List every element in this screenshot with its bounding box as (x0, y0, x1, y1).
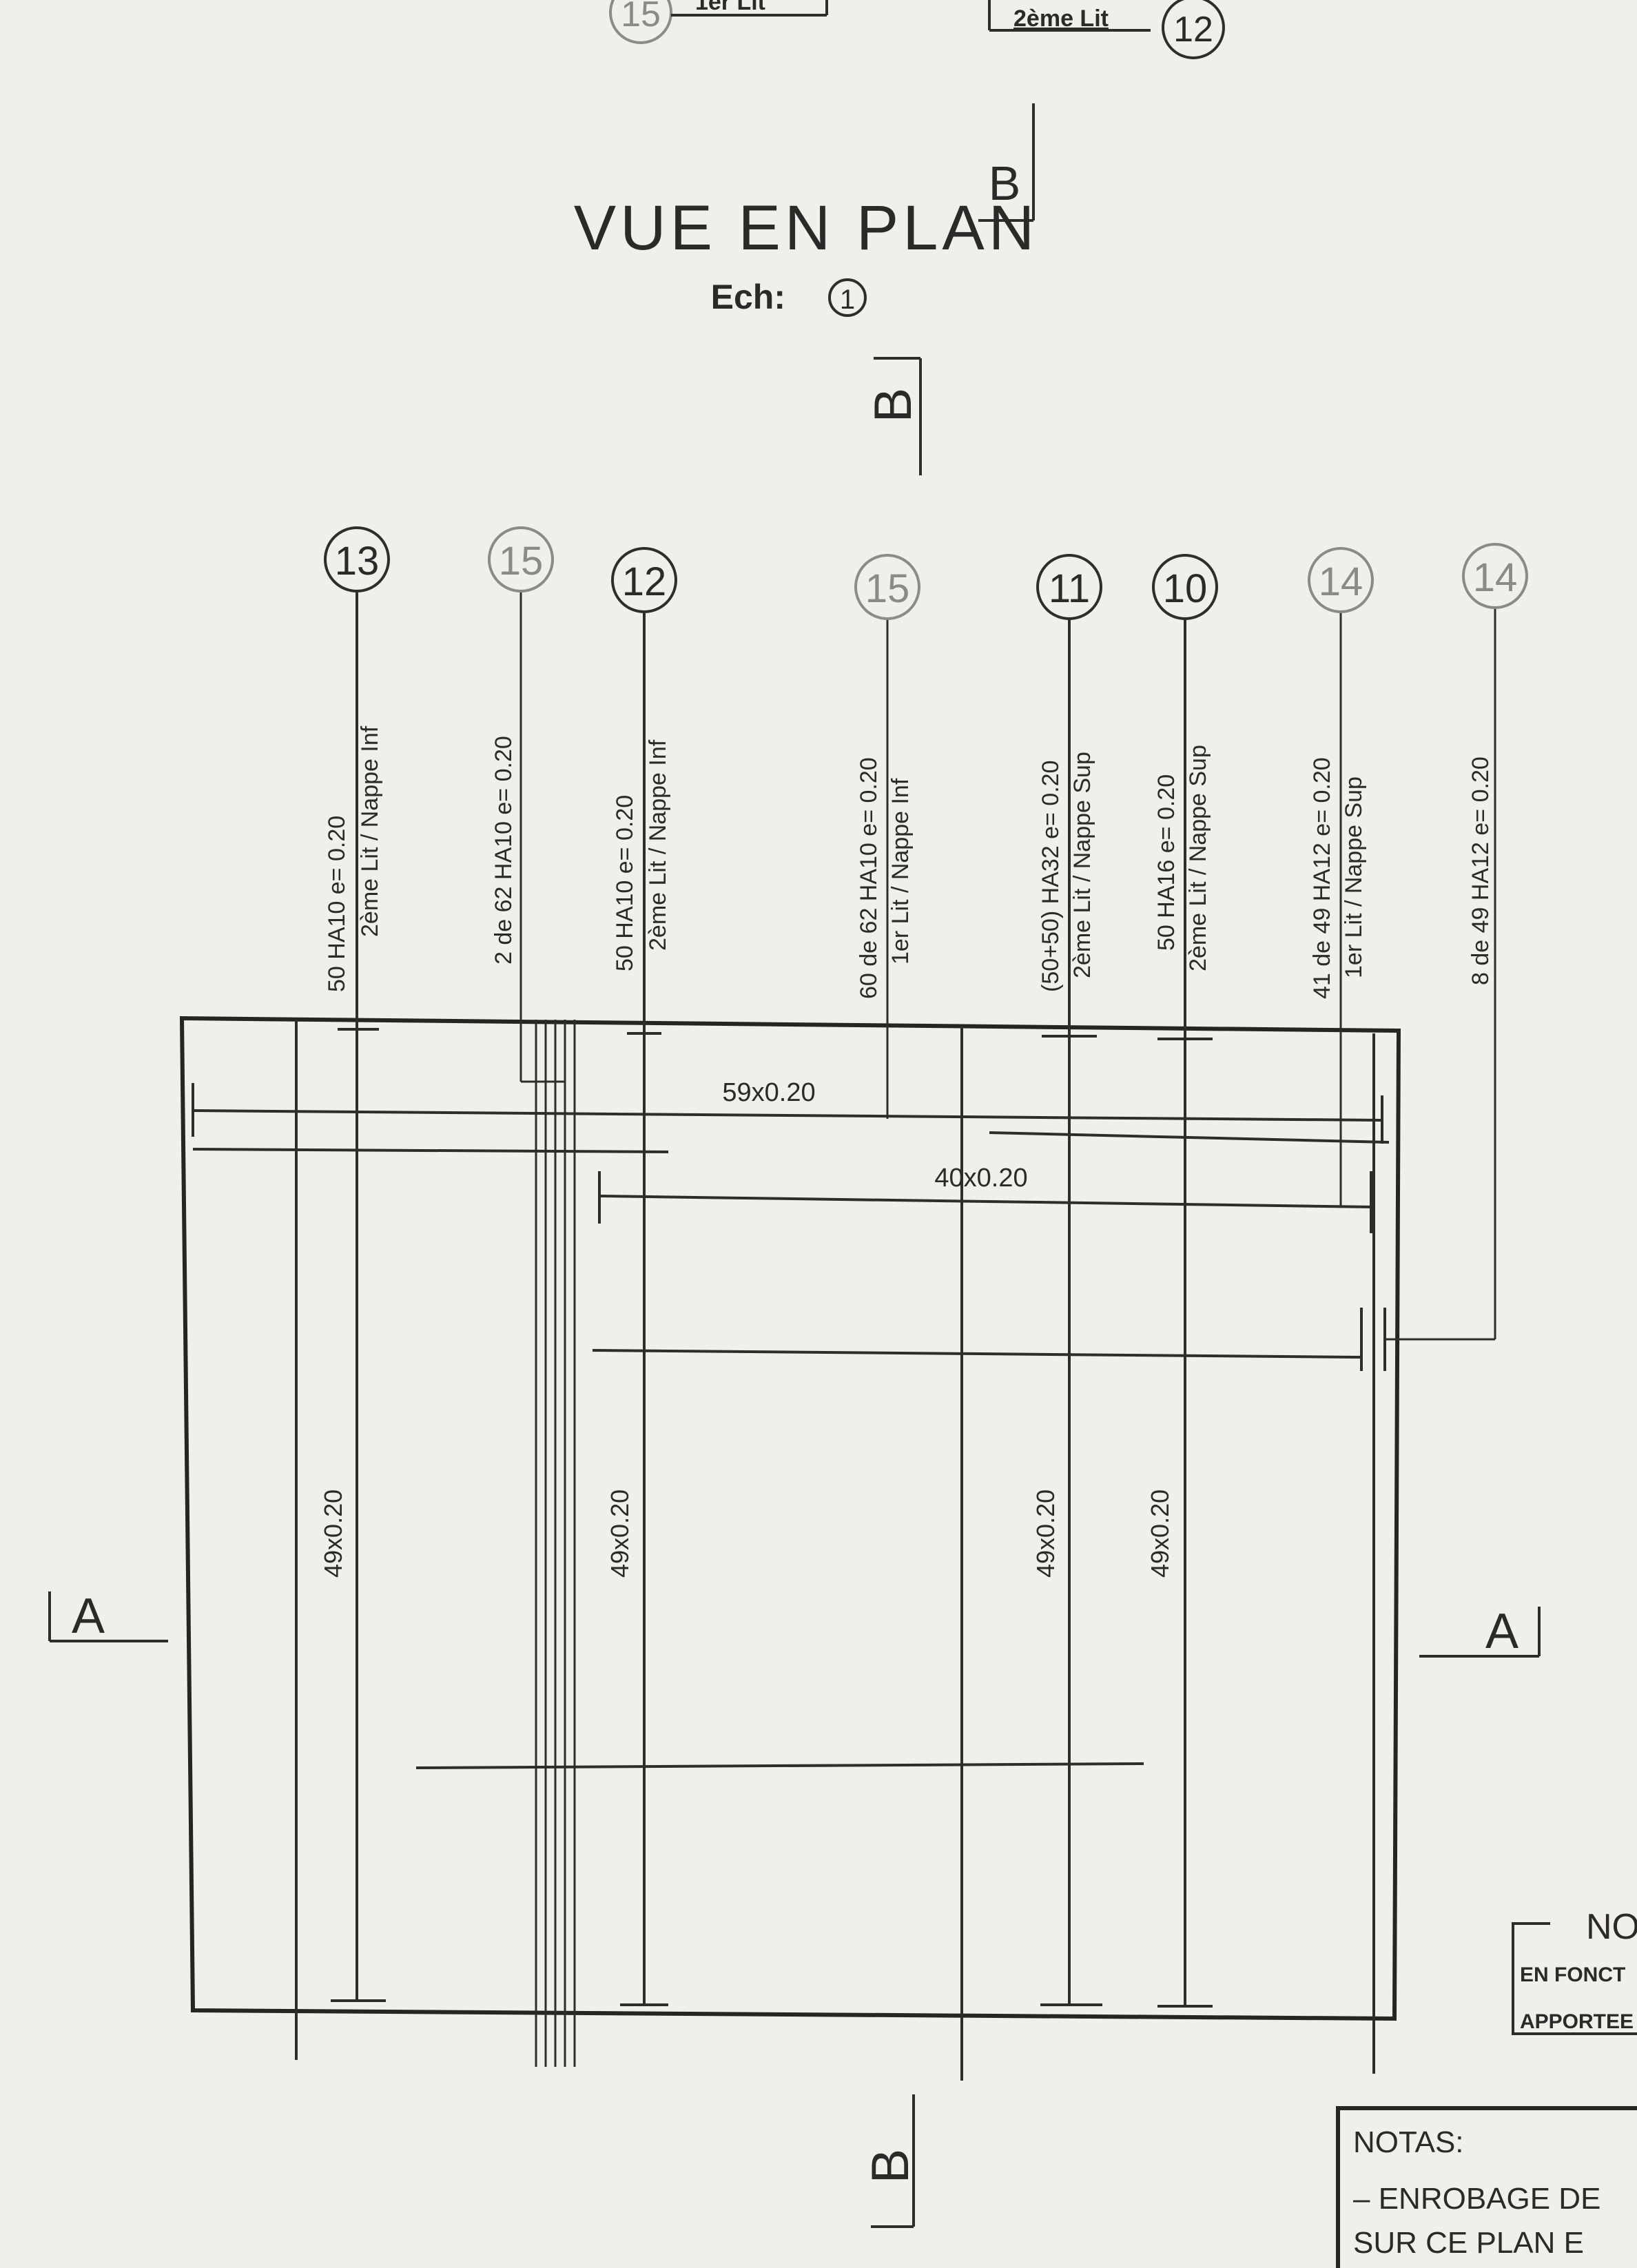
top-left-bubble-text: 15 (621, 0, 661, 34)
rebar-marks: 13 15 12 15 11 10 14 14 (324, 526, 1528, 620)
rebar-mark-11 (1036, 554, 1102, 620)
notes-box-2-title: NOTAS: (1353, 2125, 1464, 2159)
notes-box-2: NOTAS: – ENROBAGE DE SUR CE PLAN E (1336, 2106, 1637, 2268)
rebar-label-line1: 50 HA16 e= 0.20 (1153, 774, 1180, 951)
rebar-label-line2: 2ème Lit / Nappe Inf (645, 739, 671, 951)
rebar-label-line1: 60 de 62 HA10 e= 0.20 (856, 757, 882, 999)
rebar-mark-15b (854, 554, 920, 620)
rebar-mark-15a (488, 526, 554, 592)
rebar-mark-text: 15 (499, 539, 544, 584)
section-marker-b-top: B (864, 357, 923, 475)
top-right-bubble-text: 12 (1173, 10, 1213, 50)
rebar-label-line1: 50 HA10 e= 0.20 (324, 816, 350, 992)
view-title-text: VUE EN PLAN (574, 193, 1038, 263)
rebar-label-line1: 50 HA10 e= 0.20 (612, 795, 638, 971)
section-marker-a-left: A (48, 1589, 168, 1644)
section-b-label: B (989, 156, 1021, 210)
dimension-49x020: 49x0.20 (319, 1489, 347, 1578)
dimension-40x020: 40x0.20 (934, 1164, 1027, 1193)
rebar-mark-text: 10 (1163, 566, 1208, 611)
scale-value: 1 (840, 285, 855, 315)
rebar-mark-13 (324, 526, 390, 592)
horizontal-rebar-lines (192, 1083, 1390, 1769)
rebar-mark-text: 13 (335, 539, 380, 584)
rebar-mark-text: 12 (622, 559, 667, 604)
vertical-rebar-lines (295, 592, 1375, 2081)
rebar-label-line1: 8 de 49 HA12 e= 0.20 (1468, 756, 1494, 985)
dimension-49x020: 49x0.20 (1146, 1489, 1174, 1578)
scale-bubble (828, 278, 867, 317)
rebar-mark-14a (1308, 547, 1374, 613)
dimension-49x020: 49x0.20 (1031, 1489, 1060, 1578)
view-title: VUE EN PLAN Ech: 1 (574, 193, 1038, 317)
section-marker-b-bottom: B (861, 2094, 920, 2228)
scale-prefix: Ech: (711, 278, 785, 316)
slab-outline (179, 1016, 1401, 2021)
rebar-label-line2: 1er Lit / Nappe Sup (1341, 776, 1367, 978)
top-left-label: 1er Lit (695, 0, 765, 15)
section-marker-b-top-small: B (978, 103, 1035, 222)
rebar-label-line1: (50+50) HA32 e= 0.20 (1038, 761, 1064, 992)
notes-box-1-line1: EN FONCT (1520, 1963, 1625, 1986)
top-left-bubble (609, 0, 672, 44)
rebar-label-line1: 41 de 49 HA12 e= 0.20 (1309, 757, 1335, 999)
leader-lines (519, 592, 1496, 1341)
notes-box-1-line2: APPORTEE (1520, 2010, 1634, 2033)
top-right-label: 2ème Lit (1013, 6, 1109, 32)
rebar-mark-text: 14 (1473, 555, 1518, 600)
section-b-bottom-label: B (861, 2149, 920, 2184)
top-right-bubble (1162, 0, 1225, 59)
rebar-label-line2: 2ème Lit / Nappe Sup (1185, 745, 1211, 971)
rebar-labels: 50 HA10 e= 0.20 2ème Lit / Nappe Inf 2 d… (324, 725, 1494, 999)
dimension-labels: 59x0.20 40x0.20 49x0.20 49x0.20 49x0.20 … (319, 1078, 1174, 1578)
rebar-label-line2: 1er Lit / Nappe Inf (887, 778, 914, 965)
notes-box-1-title: NOT (1586, 1907, 1637, 1947)
rebar-mark-text: 15 (865, 566, 910, 611)
section-b-top-label: B (864, 388, 923, 423)
header-fragments: 15 1er Lit 2ème Lit 12 (609, 0, 1225, 59)
rebar-mark-12 (611, 547, 677, 613)
rebar-mark-14b (1462, 543, 1528, 609)
notes-box-2-line1: – ENROBAGE DE (1353, 2182, 1600, 2216)
rebar-label-line2: 2ème Lit / Nappe Inf (357, 725, 383, 937)
rebar-mark-text: 11 (1049, 566, 1090, 611)
section-marker-a-right: A (1419, 1604, 1541, 1659)
rebar-label-line1: 2 de 62 HA10 e= 0.20 (491, 736, 517, 965)
rebar-mark-10 (1152, 554, 1218, 620)
section-a-right-label: A (1485, 1604, 1518, 1659)
dimension-59x020: 59x0.20 (722, 1078, 815, 1107)
rebar-mark-text: 14 (1319, 559, 1363, 604)
notes-box-1: NOT EN FONCT APPORTEE (1512, 1907, 1637, 2035)
dimension-49x020: 49x0.20 (606, 1489, 634, 1578)
rebar-label-line2: 2ème Lit / Nappe Sup (1069, 752, 1095, 978)
notes-box-2-line2: SUR CE PLAN E (1353, 2226, 1584, 2260)
section-a-left-label: A (72, 1589, 105, 1644)
